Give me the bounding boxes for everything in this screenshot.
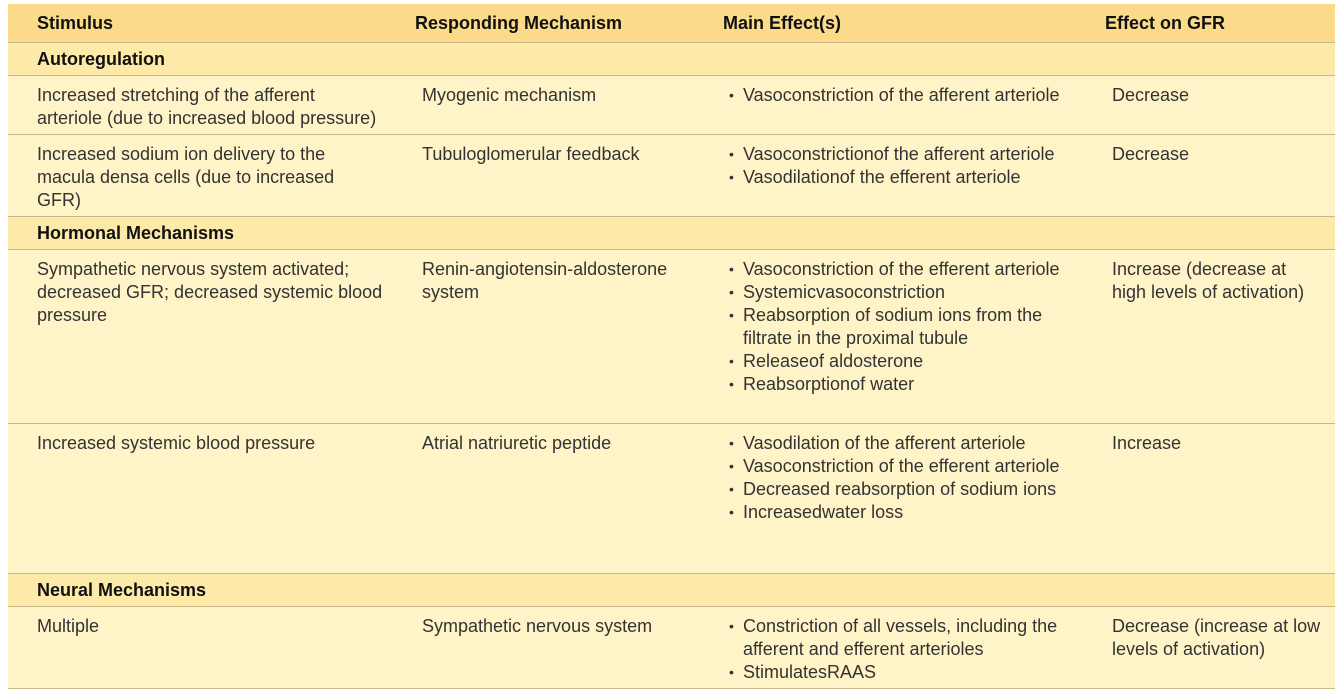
table-row: Increased systemic blood pressure Atrial…: [8, 423, 1335, 574]
gfr-cell: Decrease (increase at low levels of acti…: [1083, 606, 1335, 689]
gfr-cell: Decrease: [1083, 75, 1335, 135]
stimulus-cell: Increased sodium ion delivery to the mac…: [8, 134, 393, 217]
stimulus-cell: Increased systemic blood pressure: [8, 423, 393, 574]
effect-item: Systemicvasoconstriction: [729, 281, 1073, 304]
section-row-hormonal-mechanisms: Hormonal Mechanisms: [8, 216, 1335, 250]
effect-item: Increasedwater loss: [729, 501, 1073, 524]
mechanism-cell: Atrial natriuretic peptide: [393, 423, 700, 574]
section-row-autoregulation: Autoregulation: [8, 42, 1335, 76]
header-stimulus: Stimulus: [8, 4, 393, 43]
table-row: Multiple Sympathetic nervous system Cons…: [8, 606, 1335, 689]
effect-item: Vasoconstrictionof the afferent arteriol…: [729, 143, 1073, 166]
effects-list: Vasoconstriction of the efferent arterio…: [729, 258, 1073, 396]
gfr-cell: Decrease: [1083, 134, 1335, 217]
table-row: Increased stretching of the afferent art…: [8, 75, 1335, 135]
header-row: Stimulus Responding Mechanism Main Effec…: [8, 4, 1335, 43]
effect-item: Vasoconstriction of the afferent arterio…: [729, 84, 1073, 107]
effects-list: Constriction of all vessels, including t…: [729, 615, 1073, 684]
effect-item: Reabsorption of sodium ions from the fil…: [729, 304, 1073, 350]
effect-item: Vasoconstriction of the efferent arterio…: [729, 455, 1073, 478]
effect-item: Decreased reabsorption of sodium ions: [729, 478, 1073, 501]
mechanism-cell: Sympathetic nervous system: [393, 606, 700, 689]
gfr-regulation-table-container: Stimulus Responding Mechanism Main Effec…: [8, 4, 1335, 689]
stimulus-cell: Multiple: [8, 606, 393, 689]
effect-item: Constriction of all vessels, including t…: [729, 615, 1073, 661]
effects-cell: Vasodilation of the afferent arterioleVa…: [700, 423, 1083, 574]
header-main-effects: Main Effect(s): [700, 4, 1083, 43]
effects-cell: Vasoconstriction of the efferent arterio…: [700, 249, 1083, 424]
effect-item: Vasoconstriction of the efferent arterio…: [729, 258, 1073, 281]
header-effect-on-gfr: Effect on GFR: [1083, 4, 1335, 43]
table-row: Increased sodium ion delivery to the mac…: [8, 134, 1335, 217]
stimulus-cell: Sympathetic nervous system activated; de…: [8, 249, 393, 424]
gfr-cell: Increase: [1083, 423, 1335, 574]
gfr-regulation-table: Stimulus Responding Mechanism Main Effec…: [8, 4, 1335, 689]
effects-list: Vasoconstriction of the afferent arterio…: [729, 84, 1073, 107]
effect-item: Reabsorptionof water: [729, 373, 1073, 396]
effects-list: Vasodilation of the afferent arterioleVa…: [729, 432, 1073, 524]
effects-cell: Vasoconstrictionof the afferent arteriol…: [700, 134, 1083, 217]
mechanism-cell: Myogenic mechanism: [393, 75, 700, 135]
header-responding-mechanism: Responding Mechanism: [393, 4, 700, 43]
section-title: Hormonal Mechanisms: [8, 216, 1335, 250]
effects-cell: Constriction of all vessels, including t…: [700, 606, 1083, 689]
stimulus-cell: Increased stretching of the afferent art…: [8, 75, 393, 135]
effect-item: StimulatesRAAS: [729, 661, 1073, 684]
table-row: Sympathetic nervous system activated; de…: [8, 249, 1335, 424]
mechanism-cell: Tubuloglomerular feedback: [393, 134, 700, 217]
section-row-neural-mechanisms: Neural Mechanisms: [8, 573, 1335, 607]
effect-item: Vasodilation of the afferent arteriole: [729, 432, 1073, 455]
effect-item: Releaseof aldosterone: [729, 350, 1073, 373]
section-title: Autoregulation: [8, 42, 1335, 76]
gfr-cell: Increase (decrease at high levels of act…: [1083, 249, 1335, 424]
section-title: Neural Mechanisms: [8, 573, 1335, 607]
effect-item: Vasodilationof the efferent arteriole: [729, 166, 1073, 189]
mechanism-cell: Renin-angiotensin-aldosterone system: [393, 249, 700, 424]
effects-list: Vasoconstrictionof the afferent arteriol…: [729, 143, 1073, 189]
effects-cell: Vasoconstriction of the afferent arterio…: [700, 75, 1083, 135]
